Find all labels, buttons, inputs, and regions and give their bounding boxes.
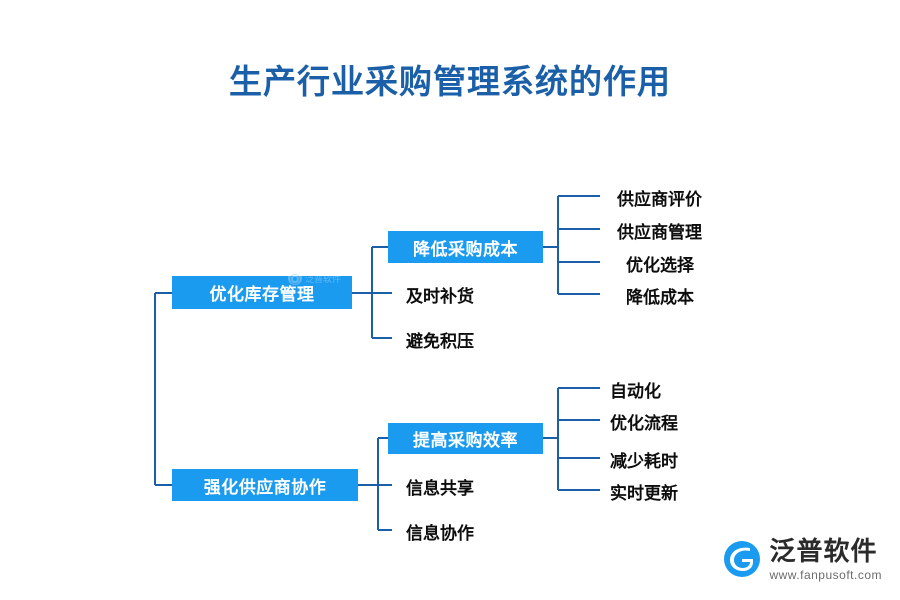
- logo-text: 泛普软件 www.fanpusoft.com: [769, 535, 882, 582]
- leaf-减少耗时[interactable]: 减少耗时: [610, 452, 678, 471]
- leaf-供应商管理[interactable]: 供应商管理: [617, 223, 702, 242]
- logo-url: www.fanpusoft.com: [769, 568, 882, 582]
- leaf-优化选择[interactable]: 优化选择: [626, 256, 694, 275]
- leaf-供应商评价[interactable]: 供应商评价: [617, 190, 702, 209]
- leaf-避免积压[interactable]: 避免积压: [406, 332, 474, 351]
- watermark-icon: ⦿: [288, 271, 302, 286]
- leaf-及时补货[interactable]: 及时补货: [406, 287, 474, 306]
- leaf-降低成本[interactable]: 降低成本: [626, 288, 694, 307]
- brand-logo: 泛普软件 www.fanpusoft.com: [723, 535, 882, 582]
- leaf-信息共享[interactable]: 信息共享: [406, 479, 474, 498]
- page-title: 生产行业采购管理系统的作用: [229, 63, 671, 100]
- node-提高采购效率[interactable]: 提高采购效率: [388, 423, 543, 454]
- watermark: ⦿ 泛普软件: [288, 268, 366, 288]
- leaf-信息协作[interactable]: 信息协作: [406, 524, 474, 543]
- node-降低采购成本[interactable]: 降低采购成本: [388, 231, 543, 263]
- watermark-label: 泛普软件: [305, 273, 342, 284]
- leaf-优化流程[interactable]: 优化流程: [610, 414, 678, 433]
- logo-swirl-icon: [723, 540, 761, 578]
- node-强化供应商协作[interactable]: 强化供应商协作: [172, 469, 358, 501]
- node-优化库存管理[interactable]: 优化库存管理: [172, 276, 352, 309]
- logo-name: 泛普软件: [769, 535, 878, 566]
- leaf-实时更新[interactable]: 实时更新: [610, 484, 678, 503]
- leaf-自动化[interactable]: 自动化: [610, 382, 661, 401]
